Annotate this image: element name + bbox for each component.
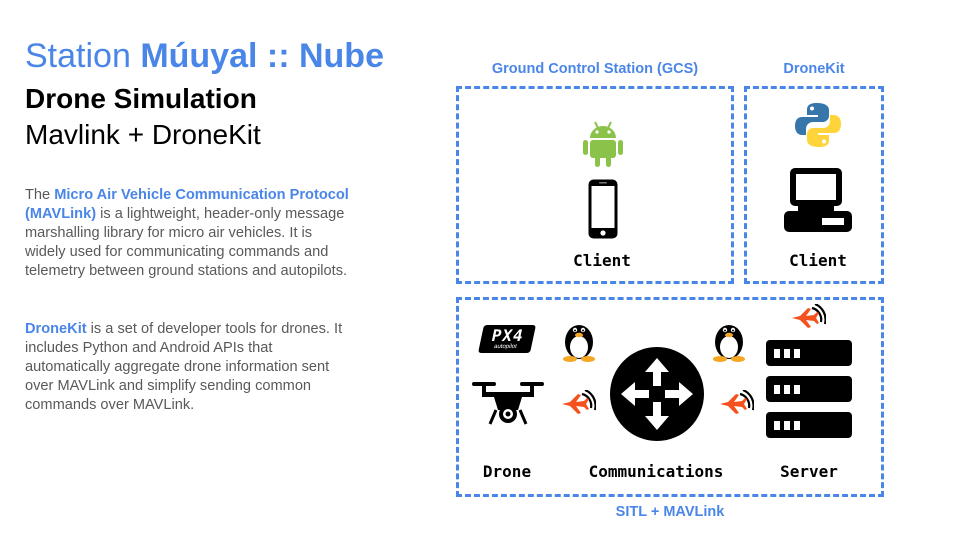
- title-mavlink-dronekit: Mavlink + DroneKit: [25, 119, 261, 150]
- dronekit-label: DroneKit: [783, 61, 845, 77]
- paragraph-lead: The: [25, 187, 55, 203]
- px4-logo-text: PX4: [489, 326, 526, 345]
- communications-label: Communications: [588, 462, 724, 481]
- paragraph-body: is a set of developer tools for drones. …: [25, 321, 343, 413]
- linux-penguin-icon: [713, 325, 745, 362]
- android-icon: [583, 121, 623, 167]
- paragraph-dronekit: DroneKit is a set of developer tools for…: [25, 320, 355, 415]
- dronekit-box: [744, 86, 884, 284]
- airplane-signal-icon: [720, 390, 754, 414]
- client-label-gcs: Client: [573, 251, 631, 270]
- gcs-box: [456, 86, 734, 284]
- smartphone-icon: [588, 179, 618, 239]
- linux-penguin-icon: [563, 325, 595, 362]
- paragraph-highlight-mavlink: Micro Air Vehicle Communication Protocol…: [25, 187, 349, 222]
- paragraph-mavlink: The Micro Air Vehicle Communication Prot…: [25, 186, 355, 281]
- title-station: Station Múuyal :: Nube: [25, 36, 384, 76]
- px4-logo: PX4 autopilot: [478, 325, 536, 353]
- server-label: Server: [780, 462, 838, 481]
- airplane-signal-icon: [792, 304, 826, 328]
- router-icon: [610, 347, 704, 441]
- drone-label: Drone: [482, 462, 532, 481]
- paragraph-body: is a lightweight, header-only message ma…: [25, 206, 348, 279]
- server-icon: [766, 340, 852, 438]
- python-icon: [795, 103, 841, 147]
- drone-icon: [472, 382, 544, 425]
- paragraph-highlight-dronekit: DroneKit: [25, 321, 87, 337]
- px4-logo-subtext: autopilot: [493, 344, 518, 350]
- sitl-label: SITL + MAVLink: [615, 504, 725, 520]
- client-label-dronekit: Client: [789, 251, 847, 270]
- airplane-signal-icon: [562, 390, 596, 414]
- computer-icon: [784, 168, 852, 232]
- title-prefix: Station: [25, 37, 141, 75]
- gcs-label: Ground Control Station (GCS): [491, 61, 699, 77]
- title-drone-simulation: Drone Simulation: [25, 83, 257, 114]
- title-bold: Múuyal :: Nube: [140, 37, 384, 75]
- sitl-box: [456, 297, 884, 497]
